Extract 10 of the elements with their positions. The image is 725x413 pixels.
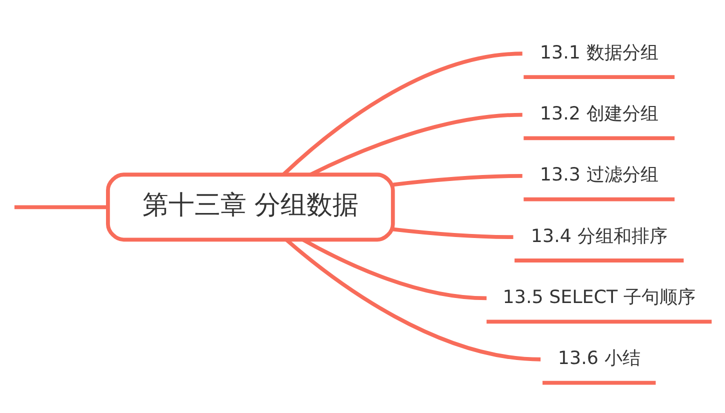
node-text: 13.4 分组和排序 bbox=[530, 226, 668, 247]
node-text: 13.3 过滤分组 bbox=[540, 164, 658, 186]
connector bbox=[14, 205, 108, 210]
node-box: 第十三章 分组数据 bbox=[106, 172, 395, 242]
node-text: 13.6 小结 bbox=[558, 348, 640, 370]
node-text: 13.5 SELECT 子句顺序 bbox=[502, 287, 696, 308]
node-text: 13.2 创建分组 bbox=[540, 104, 658, 125]
connector bbox=[393, 174, 522, 187]
connector bbox=[393, 227, 514, 240]
node-text: 13.1 数据分组 bbox=[540, 42, 658, 64]
